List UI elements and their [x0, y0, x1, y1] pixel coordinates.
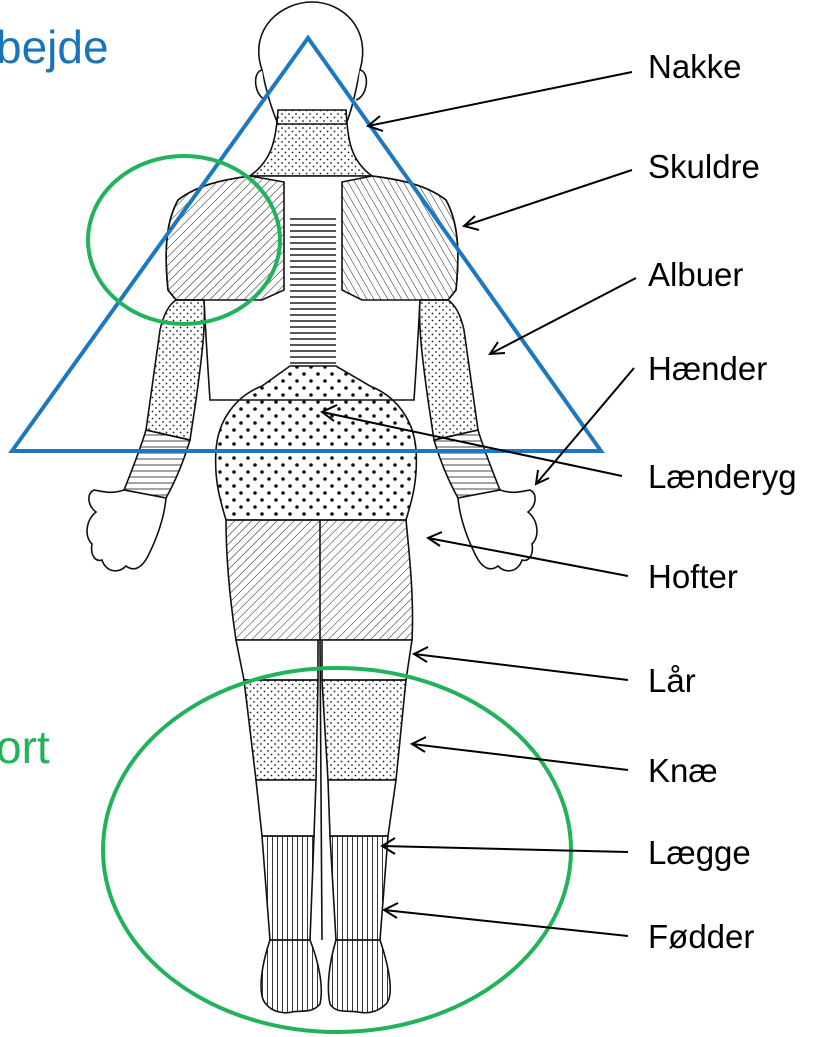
- body-outline: [87, 2, 537, 1013]
- head: [259, 2, 363, 124]
- label-haender: Hænder: [648, 352, 767, 385]
- arrow-laegge: [382, 846, 628, 852]
- left-calf-region: [262, 836, 314, 940]
- work-label: bejde: [0, 24, 109, 70]
- label-skuldre: Skuldre: [648, 150, 760, 183]
- right-hand: [458, 490, 537, 571]
- thoracic-spine-region: [290, 216, 336, 366]
- arrow-foedder: [384, 910, 628, 936]
- label-nakke: Nakke: [648, 50, 742, 83]
- label-knae: Knæ: [648, 754, 718, 787]
- arrow-skuldre: [464, 170, 632, 226]
- right-calf-region: [330, 836, 388, 940]
- label-hofter: Hofter: [648, 560, 738, 593]
- right-knee-region: [322, 680, 406, 780]
- label-laenderyg: Lænderyg: [648, 460, 797, 493]
- left-forearm: [124, 430, 190, 498]
- right-shoulder-region: [342, 176, 458, 300]
- neck-region: [250, 110, 372, 176]
- arrow-laar: [414, 654, 628, 680]
- right-foot: [328, 940, 390, 1013]
- label-foedder: Fødder: [648, 920, 754, 953]
- right-shin-band: [328, 780, 396, 836]
- arrow-knae: [412, 744, 628, 770]
- label-laegge: Lægge: [648, 836, 751, 869]
- left-knee-region: [244, 680, 318, 780]
- left-shin-band: [256, 780, 316, 836]
- arrow-haender: [536, 368, 634, 484]
- arrow-nakke: [368, 72, 632, 126]
- left-foot: [261, 940, 321, 1013]
- label-albuer: Albuer: [648, 258, 743, 291]
- right-forearm: [434, 430, 500, 498]
- label-laar: Lår: [648, 664, 696, 697]
- left-hand: [87, 490, 166, 571]
- sport-label: ort: [0, 724, 50, 770]
- arrow-albuer: [490, 278, 636, 354]
- right-upper-arm: [420, 300, 478, 440]
